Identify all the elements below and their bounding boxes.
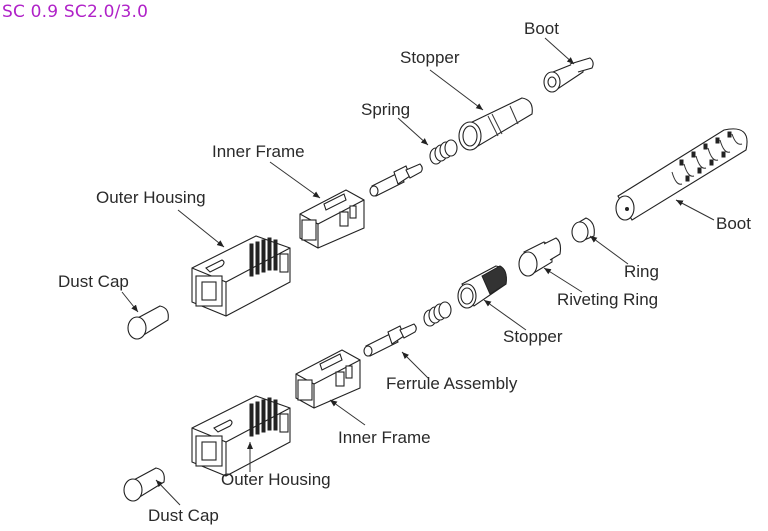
bottom-ring-part: [571, 217, 595, 243]
label-top-outer-housing: Outer Housing: [96, 188, 206, 207]
bottom-riveting-ring-part: [518, 237, 562, 277]
bottom-outer-housing-part: [191, 395, 291, 477]
diagram-title: SC 0.9 SC2.0/3.0: [2, 2, 149, 22]
top-boot-part: [543, 57, 594, 93]
label-bottom-ferrule-assembly: Ferrule Assembly: [386, 374, 518, 393]
bottom-dust-cap-part: [123, 467, 165, 502]
label-bottom-boot: Boot: [716, 214, 751, 233]
label-top-dust-cap: Dust Cap: [58, 272, 129, 291]
label-bottom-dust-cap: Dust Cap: [148, 506, 219, 525]
top-dust-cap-part: [127, 305, 169, 340]
label-bottom-stopper: Stopper: [503, 327, 563, 346]
bottom-stopper-part: [457, 265, 507, 309]
label-top-spring: Spring: [361, 100, 411, 119]
label-top-inner-frame: Inner Frame: [212, 142, 305, 161]
bottom-inner-frame-part: [295, 349, 361, 409]
label-bottom-ring: Ring: [624, 262, 659, 281]
label-bottom-inner-frame: Inner Frame: [338, 428, 431, 447]
bottom-spring-part: [423, 301, 452, 327]
label-bottom-riveting-ring: Riveting Ring: [557, 290, 659, 309]
label-top-stopper: Stopper: [400, 48, 460, 67]
top-stopper-part: [458, 97, 533, 151]
label-top-boot: Boot: [524, 19, 559, 38]
top-spring-part: [429, 139, 458, 165]
leader-lines: [121, 37, 715, 506]
top-inner-frame-part: [299, 189, 365, 249]
label-bottom-outer-housing: Outer Housing: [221, 470, 331, 489]
top-outer-housing-part: [191, 235, 291, 317]
bottom-boot-part: [615, 128, 748, 221]
top-ferrule-part: [369, 163, 423, 197]
bottom-ferrule-part: [363, 323, 417, 357]
